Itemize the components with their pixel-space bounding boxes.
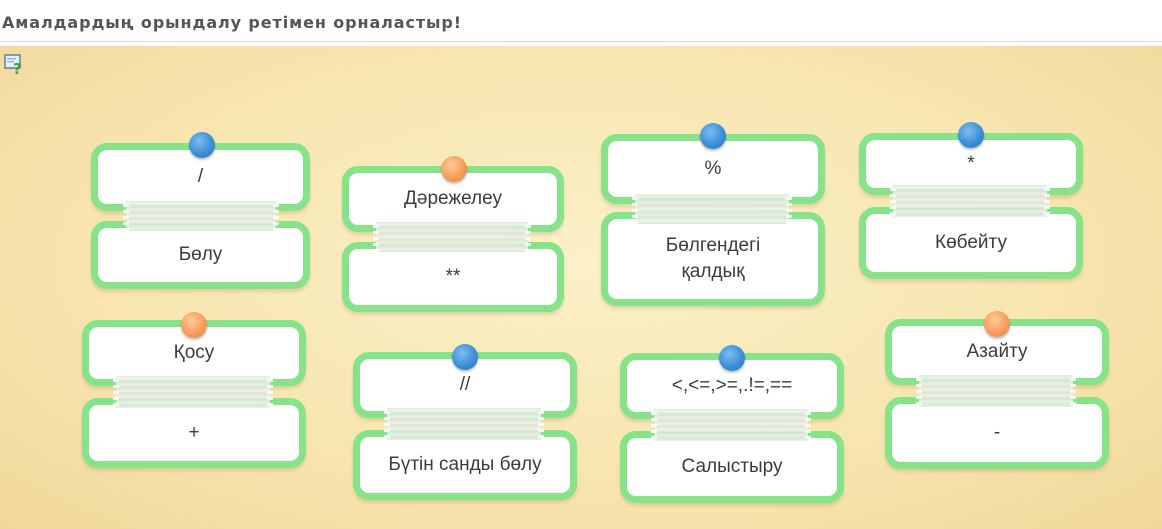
card-bottom[interactable]: Бөлгендегі қалдық — [601, 212, 825, 306]
card-bottom[interactable]: Бөлу — [91, 221, 310, 289]
card-bottom[interactable]: ** — [342, 242, 564, 312]
svg-text:?: ? — [13, 60, 22, 76]
card-pair-divide[interactable]: / Бөлу — [88, 132, 318, 295]
card-pair-add[interactable]: Қосу + — [80, 312, 310, 470]
tape-strip — [123, 201, 279, 231]
card-top-label: <,<=,>=,.!=,== — [671, 375, 793, 396]
card-bottom-label: Бүтін санды бөлу — [388, 454, 542, 475]
tape-strip — [651, 409, 811, 441]
pin-orange[interactable] — [984, 311, 1010, 337]
card-bottom[interactable]: Көбейту — [859, 207, 1083, 279]
card-bottom-label: Салыстыру — [681, 456, 783, 477]
tape-strip — [632, 194, 792, 224]
card-pair-modulo[interactable]: % Бөлгендегі қалдық — [599, 123, 829, 309]
tape-strip — [916, 375, 1076, 407]
page-title: Амалдардың орындалу ретімен орналастыр! — [2, 13, 462, 32]
header-bar: Амалдардың орындалу ретімен орналастыр! — [0, 0, 1162, 42]
card-pair-int-divide[interactable]: // Бүтін санды бөлу — [351, 344, 581, 502]
pin-blue[interactable] — [452, 344, 478, 370]
tape-strip — [384, 408, 544, 440]
pin-blue[interactable] — [700, 123, 726, 149]
card-bottom[interactable]: Салыстыру — [620, 431, 844, 503]
card-top-label: % — [704, 158, 722, 179]
pin-orange[interactable] — [441, 156, 467, 182]
pin-blue[interactable] — [189, 132, 215, 158]
tape-strip — [373, 222, 531, 252]
card-bottom[interactable]: Бүтін санды бөлу — [353, 430, 577, 500]
card-pair-subtract[interactable]: Азайту - — [883, 311, 1113, 471]
tape-strip — [113, 376, 273, 408]
card-bottom[interactable]: + — [82, 398, 306, 468]
help-question-icon[interactable]: ? — [3, 52, 27, 78]
card-bottom-label: Көбейту — [935, 232, 1007, 253]
card-top-label: // — [459, 374, 471, 395]
card-pair-multiply[interactable]: * Көбейту — [857, 122, 1087, 283]
card-bottom-label: Бөлгендегі қалдық — [665, 235, 761, 282]
card-pair-compare[interactable]: <,<=,>=,.!=,== Салыстыру — [618, 345, 848, 505]
card-bottom-label: Бөлу — [178, 244, 223, 265]
card-bottom-label: ** — [445, 266, 461, 287]
matching-board: ? / Бөлу Дәрежелеу ** % Бөлгендегі қалды… — [0, 46, 1162, 529]
card-top-label: / — [197, 166, 204, 187]
card-top-label: Азайту — [966, 341, 1028, 362]
card-top-label: * — [967, 153, 975, 174]
card-bottom-label: - — [993, 422, 1001, 443]
card-bottom-label: + — [188, 422, 200, 443]
card-top[interactable]: Дәрежелеу — [342, 166, 564, 232]
card-top-label: Дәрежелеу — [404, 188, 502, 209]
card-top-label: Қосу — [173, 342, 215, 363]
pin-blue[interactable] — [958, 122, 984, 148]
card-bottom[interactable]: - — [885, 397, 1109, 469]
pin-blue[interactable] — [719, 345, 745, 371]
card-pair-power[interactable]: Дәрежелеу ** — [340, 156, 570, 318]
tape-strip — [890, 185, 1050, 217]
pin-orange[interactable] — [181, 312, 207, 338]
